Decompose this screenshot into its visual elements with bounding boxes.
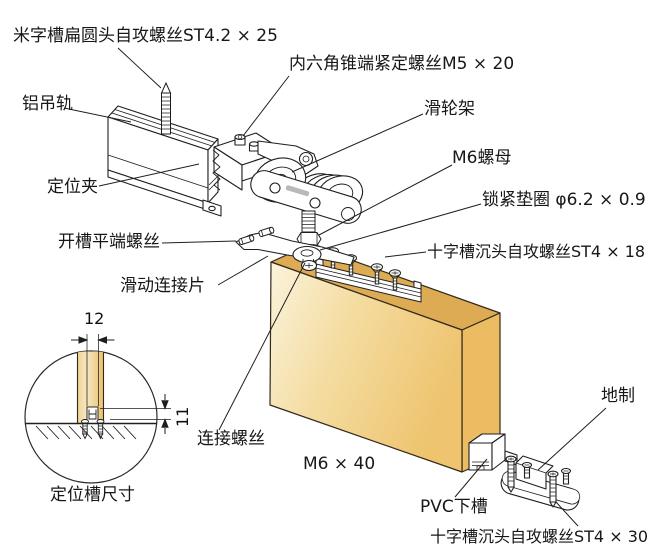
leader-lines xyxy=(63,47,607,527)
door-front-face xyxy=(269,261,463,473)
label-roller-bracket: 滑轮架 xyxy=(424,99,475,119)
label-m6x40-note: M6 × 40 xyxy=(303,454,376,474)
aluminum-track-part xyxy=(107,105,222,217)
leader-slotted-screw xyxy=(161,240,237,244)
leader-hex-set-screw xyxy=(242,75,290,137)
leader-m6-nut xyxy=(318,164,453,236)
hex-set-screw-part xyxy=(234,134,246,146)
leader-csk-st4x30 xyxy=(555,501,579,527)
dim-slot-width-value: 12 xyxy=(84,309,105,328)
carriage-arm xyxy=(257,140,319,175)
csk-screw xyxy=(371,263,383,285)
guide-screw-long-left xyxy=(505,455,517,493)
label-pan-head-screw: 米字槽扁圆头自攻螺丝ST4.2 × 25 xyxy=(13,26,278,46)
slotted-set-screws xyxy=(238,226,275,245)
label-m6-nut: M6螺母 xyxy=(452,148,512,168)
leader-pan-head-screw xyxy=(117,47,162,89)
leader-positioning-clamp xyxy=(98,163,200,187)
guide-screw-long-right xyxy=(547,470,559,508)
slot-detail-view xyxy=(24,334,171,484)
label-connecting-screw: 连接螺丝 xyxy=(197,429,265,449)
label-csk-st4x18: 十字槽沉头自攻螺丝ST4 × 18 xyxy=(427,242,646,261)
label-lock-washer: 锁紧垫圈 φ6.2 × 0.9 xyxy=(482,190,646,210)
leader-lock-washer xyxy=(319,203,482,251)
pvc-bottom-track-part xyxy=(468,433,518,471)
leader-pvc-track xyxy=(454,458,488,498)
leader-connecting-screw xyxy=(218,262,306,431)
roller-carriage-part xyxy=(250,140,364,224)
csk-screw xyxy=(389,269,401,291)
dim-slot-depth-value: 11 xyxy=(173,406,192,427)
leader-roller-bracket xyxy=(291,113,424,173)
guide-screw-short-right xyxy=(560,467,572,485)
brand-mark xyxy=(285,185,310,197)
label-csk-st4x30: 十字槽沉头自攻螺丝ST4 × 30 xyxy=(430,527,649,546)
floor-guide-part xyxy=(500,455,581,511)
label-slotted-screw: 开槽平端螺丝 xyxy=(58,232,160,252)
door-top-rail-part xyxy=(315,257,422,303)
dimension-slot-width xyxy=(71,334,115,406)
label-aluminum-track: 铝吊轨 xyxy=(22,94,73,114)
floor-hatching xyxy=(35,425,137,440)
leader-aluminum-track xyxy=(63,107,132,123)
label-floor-guide: 地制 xyxy=(601,386,635,406)
clamp-screw-2 xyxy=(248,141,260,152)
guide-screw-short-left xyxy=(521,461,533,479)
pan-head-screw-part xyxy=(160,81,172,135)
pvc-profile-section xyxy=(88,409,97,420)
label-detail-caption: 定位槽尺寸 xyxy=(50,485,135,505)
section-screws xyxy=(81,419,105,440)
label-hex-set-screw: 内六角锥端紧定螺丝M5 × 20 xyxy=(289,54,515,74)
label-pvc-track: PVC下槽 xyxy=(420,497,488,517)
door-panel xyxy=(269,244,501,473)
leader-floor-guide xyxy=(537,407,607,471)
leader-sliding-plate xyxy=(217,255,269,286)
dimension-slot-depth xyxy=(100,394,171,434)
label-positioning-clamp: 定位夹 xyxy=(47,177,98,197)
label-sliding-plate: 滑动连接片 xyxy=(120,276,205,296)
leader-csk-st4x18 xyxy=(384,251,427,258)
